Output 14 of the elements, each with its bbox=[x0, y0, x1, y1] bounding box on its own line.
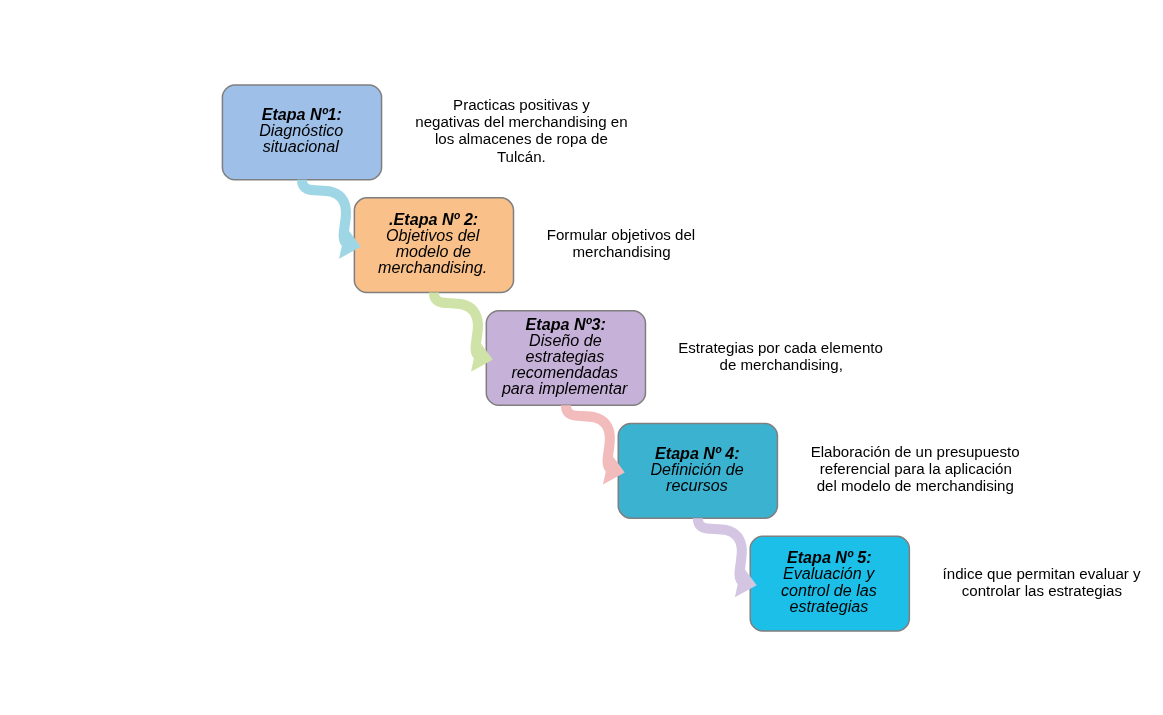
node-label: Estrategias por cada elemento de merchandising, bbox=[678, 338, 883, 373]
arrow bbox=[692, 517, 757, 597]
arrow bbox=[560, 404, 625, 484]
node-label: Elaboración de un presupuesto referencial para la aplicación del modelo de merchandising bbox=[810, 442, 1020, 494]
node-box: .Etapa Nº 2: Objetivos del modelo de merchandising. bbox=[353, 196, 515, 293]
node-label: índice que permitan evaluar y controlar las estrategias bbox=[942, 564, 1141, 599]
node-box: Etapa Nº1: Diagnóstico situacional bbox=[221, 83, 383, 180]
arrow bbox=[428, 291, 493, 372]
node-box: Etapa Nº3: Diseño de estrategias recomendadas para implementar bbox=[485, 309, 647, 406]
node-box: Etapa Nº 5: Evaluación y control de las estrategias bbox=[749, 535, 911, 632]
arrow bbox=[297, 178, 361, 259]
node-label: Formular objetivos del merchandising bbox=[546, 225, 696, 260]
node-label: Practicas positivas y negativas del merchandising en los almacenes de ropa de Tulcán. bbox=[415, 95, 628, 165]
node-box: Etapa Nº 4: Definición de recursos bbox=[617, 422, 779, 519]
